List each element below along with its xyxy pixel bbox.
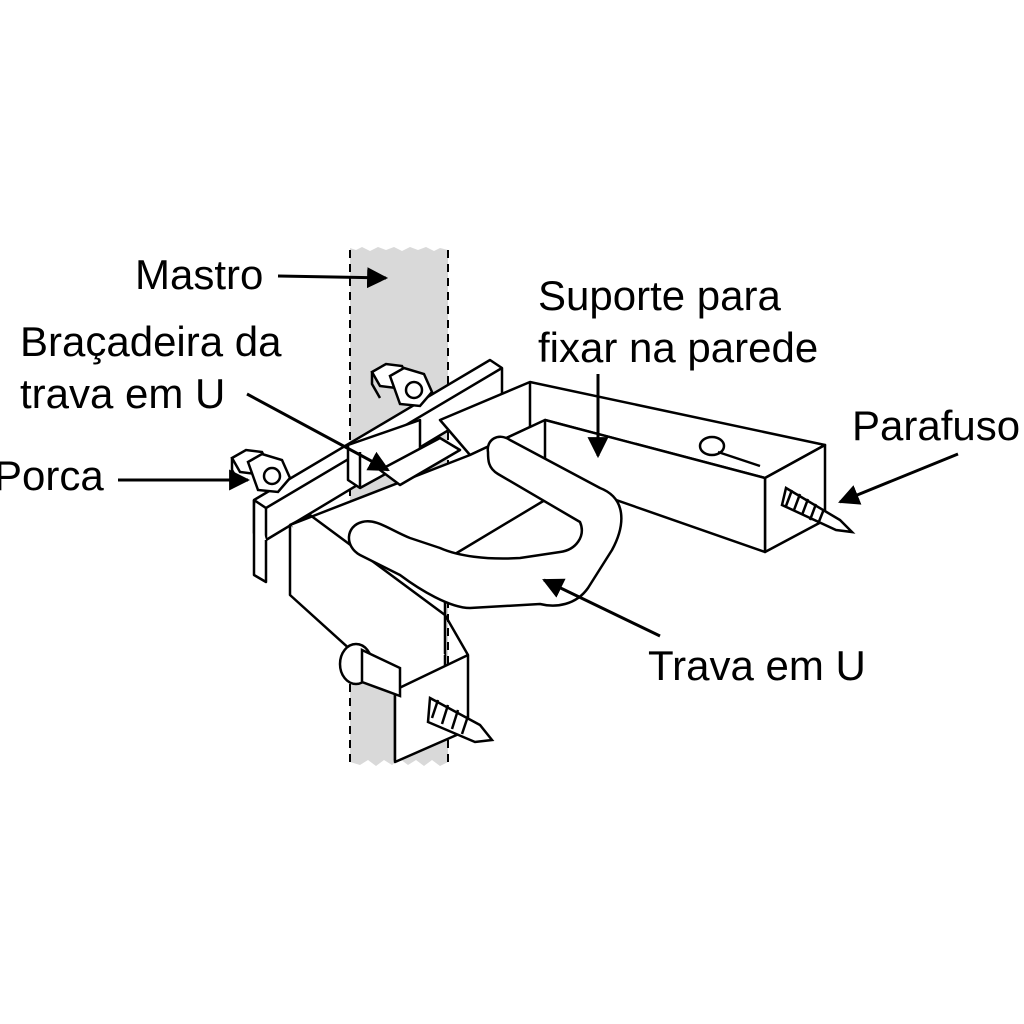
arrow-bracadeira <box>246 392 390 472</box>
label-bracadeira-line1: Braçadeira da <box>20 318 282 365</box>
label-trava: Trava em U <box>648 640 866 692</box>
screw-left <box>338 642 495 744</box>
label-suporte-line2: fixar na parede <box>538 324 819 371</box>
label-porca: Porca <box>0 450 110 502</box>
screw-right <box>698 435 856 534</box>
label-trava-text: Trava em U <box>648 642 866 689</box>
label-suporte: Suporte para fixar na parede <box>538 270 818 374</box>
nut-top <box>370 362 434 408</box>
label-bracadeira-line2: trava em U <box>20 370 226 417</box>
label-mastro: Mastro <box>135 249 263 301</box>
label-bracadeira: Braçadeira da trava em U <box>20 316 282 420</box>
arrow-mastro <box>277 267 389 289</box>
leader-lines <box>118 267 959 638</box>
label-suporte-line1: Suporte para <box>538 272 781 319</box>
u-bolt <box>347 435 623 610</box>
arrow-parafuso <box>838 452 959 505</box>
label-parafuso: Parafuso <box>852 400 1024 452</box>
label-mastro-text: Mastro <box>135 251 264 298</box>
label-porca-text: Porca <box>0 452 104 499</box>
nut-left <box>230 448 292 494</box>
label-parafuso-text: Parafuso <box>852 402 1021 449</box>
arrow-trava <box>542 578 661 638</box>
